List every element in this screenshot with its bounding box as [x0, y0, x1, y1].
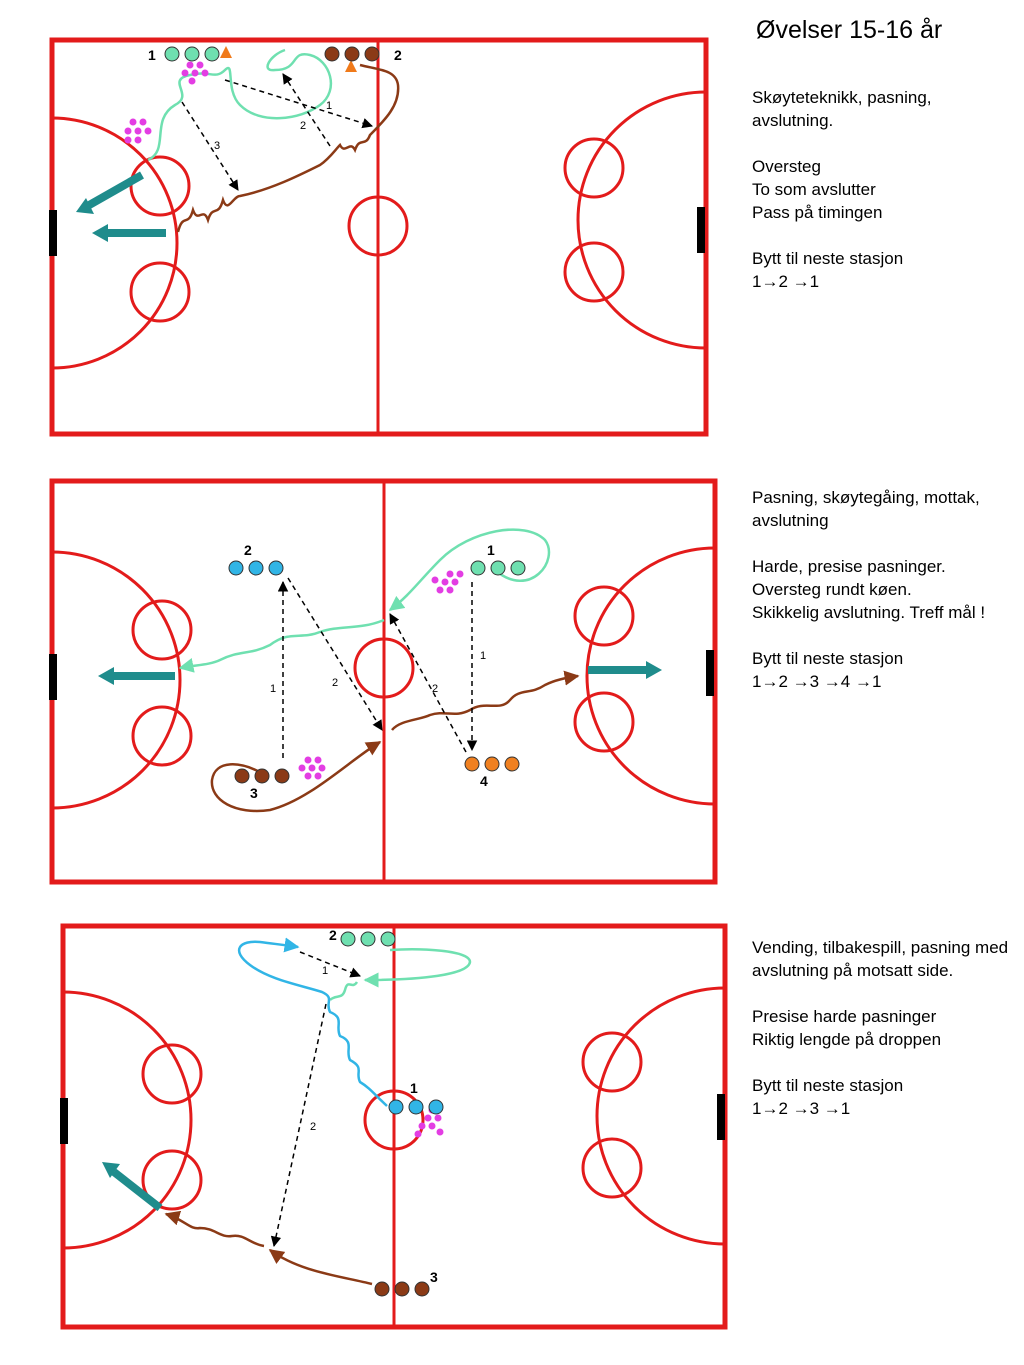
player-icon [204, 46, 220, 62]
player-icon [340, 931, 356, 947]
group-label: 3 [430, 1269, 438, 1285]
drill-2-heading: Pasning, skøytegåing, mottak, avslutning [752, 488, 980, 530]
rink-3 [60, 923, 728, 1330]
group-label: 2 [244, 542, 252, 558]
goal-icon [717, 1094, 725, 1140]
player-group-3: 3 [374, 1269, 438, 1297]
pass-label: 3 [214, 140, 220, 152]
player-icon [484, 756, 500, 772]
goal-icon [697, 207, 705, 253]
goal-icon [60, 1098, 68, 1144]
player-group-4: 4 [464, 756, 520, 789]
drill-3-diagram: 1 2 1 2 3 [102, 927, 472, 1297]
page-title: Øvelser 15-16 år [756, 16, 943, 44]
pass-label: 1 [480, 650, 486, 662]
player-icon [380, 931, 396, 947]
player-icon [344, 46, 360, 62]
player-group-3: 3 [234, 768, 290, 801]
player-icon [164, 46, 180, 62]
rink-1 [49, 37, 709, 437]
player-icon [248, 560, 264, 576]
drill-2-rotation: 1→2 →3 →4 →1 [752, 672, 882, 691]
drill-3-point: Presise harde pasninger [752, 1007, 937, 1026]
pass-label: 1 [326, 100, 332, 112]
pass-label: 2 [332, 677, 338, 689]
pass-label: 2 [310, 1121, 316, 1133]
drill-3-rotation-title: Bytt til neste stasjon [752, 1076, 904, 1095]
drill-2-point: Oversteg rundt køen. [752, 580, 912, 599]
drill-1-diagram: 1 2 3 1 2 [76, 46, 402, 242]
puck-icon [124, 61, 209, 144]
drill-3-heading: Vending, tilbakespill, pasning med avslu… [752, 938, 1009, 980]
player-icon [184, 46, 200, 62]
group-label: 2 [329, 927, 337, 943]
player-group-1: 1 [388, 1080, 444, 1115]
pass-label: 2 [432, 683, 438, 695]
goal-icon [49, 210, 57, 256]
group-label: 3 [250, 785, 258, 801]
player-icon [254, 768, 270, 784]
player-group-2: 2 [228, 542, 284, 576]
shot-arrow-icon [82, 171, 144, 212]
player-group-2: 2 [329, 927, 396, 947]
pass-label: 1 [270, 683, 276, 695]
player-icon [504, 756, 520, 772]
drill-1-point: Oversteg [752, 157, 821, 176]
drill-3-point: Riktig lengde på droppen [752, 1030, 942, 1049]
drill-3-rotation: 1→2 →3 →1 [752, 1099, 851, 1118]
drill-1-point: To som avslutter [752, 180, 876, 199]
drill-3-description: Vending, tilbakespill, pasning med avslu… [752, 936, 1014, 1120]
cone-icon [220, 46, 232, 58]
player-icon [490, 560, 506, 576]
player-icon [428, 1099, 444, 1115]
player-icon [324, 46, 340, 62]
goal-icon [49, 654, 57, 700]
pass-label: 2 [300, 120, 306, 132]
player-icon [364, 46, 380, 62]
player-icon [394, 1281, 410, 1297]
player-icon [510, 560, 526, 576]
player-group-1: 1 [470, 542, 526, 576]
drill-2-rotation-title: Bytt til neste stasjon [752, 649, 904, 668]
player-icon [228, 560, 244, 576]
goal-icon [706, 650, 714, 696]
drill-1-point: Pass på timingen [752, 203, 883, 222]
player-icon [464, 756, 480, 772]
player-icon [234, 768, 250, 784]
player-icon [388, 1099, 404, 1115]
pass-label: 1 [322, 965, 328, 977]
player-group-2: 2 [324, 46, 402, 63]
player-icon [470, 560, 486, 576]
rink-2 [49, 478, 718, 885]
player-icon [414, 1281, 430, 1297]
drill-1-description: Skøyteteknikk, pasning, avslutning. Over… [752, 86, 1014, 293]
drill-1-rotation-title: Bytt til neste stasjon [752, 249, 904, 268]
cone-icon [345, 60, 357, 72]
group-label: 4 [480, 773, 488, 789]
drill-1-heading: Skøyteteknikk, pasning, avslutning. [752, 88, 932, 130]
drill-2-point: Harde, presise pasninger. [752, 557, 946, 576]
group-label: 1 [487, 542, 495, 558]
player-icon [360, 931, 376, 947]
drill-2-diagram: 1 2 1 2 1 2 3 [98, 528, 662, 813]
group-label: 2 [394, 47, 402, 63]
group-label: 1 [148, 47, 156, 63]
drill-2-point: Skikkelig avslutning. Treff mål ! [752, 603, 986, 622]
player-icon [268, 560, 284, 576]
player-icon [274, 768, 290, 784]
player-icon [408, 1099, 424, 1115]
group-label: 1 [410, 1080, 418, 1096]
shot-arrow-icon [111, 1168, 163, 1212]
drill-2-description: Pasning, skøytegåing, mottak, avslutning… [752, 486, 1014, 693]
player-icon [374, 1281, 390, 1297]
drill-1-rotation: 1→2 →1 [752, 272, 820, 291]
puck-icon [298, 570, 464, 780]
player-group-1: 1 [148, 46, 220, 63]
